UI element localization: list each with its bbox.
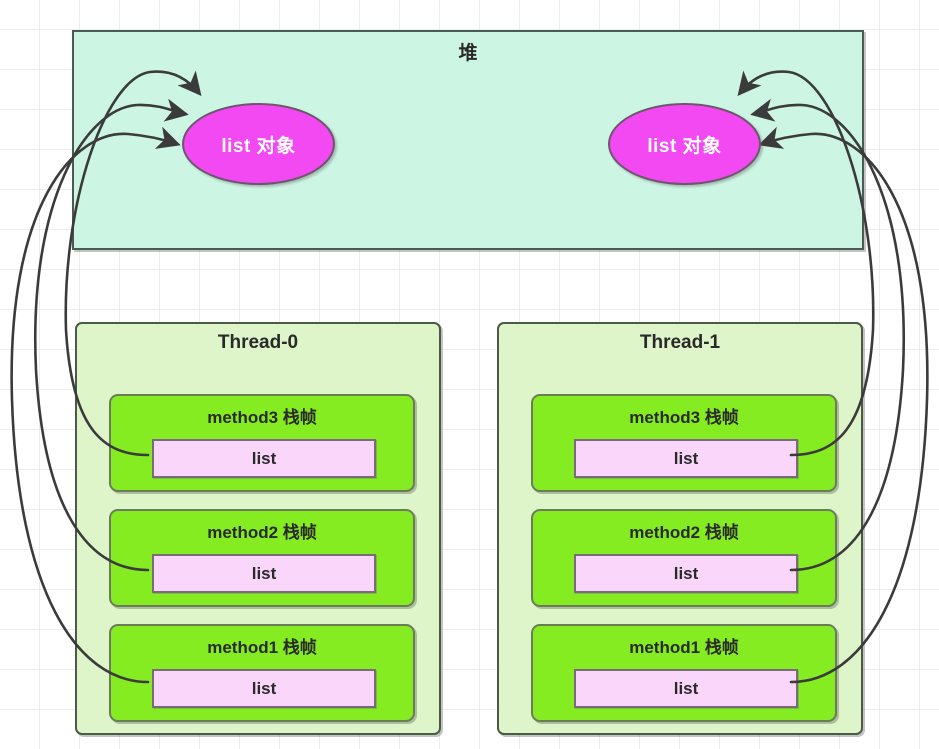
frame-title: method3 栈帧 [629, 408, 739, 427]
thread-0-frame-method3[interactable]: method3 栈帧 list [109, 394, 415, 492]
frame-title: method2 栈帧 [207, 523, 317, 542]
thread-0-title: Thread-0 [217, 332, 299, 353]
thread-0-frame-method1[interactable]: method1 栈帧 list [109, 624, 415, 722]
frame-slot-list[interactable]: list [152, 554, 376, 593]
thread-1-frame-method2[interactable]: method2 栈帧 list [531, 509, 837, 607]
frame-slot-list[interactable]: list [574, 554, 798, 593]
frame-title: method1 栈帧 [207, 638, 317, 657]
heap-title: 堆 [458, 43, 478, 64]
thread-0-frame-method2[interactable]: method2 栈帧 list [109, 509, 415, 607]
frame-slot-list[interactable]: list [574, 439, 798, 478]
thread-0-container: Thread-0 method3 栈帧 list method2 栈帧 list… [75, 322, 441, 735]
thread-1-title: Thread-1 [639, 332, 721, 353]
thread-1-frame-method3[interactable]: method3 栈帧 list [531, 394, 837, 492]
frame-title: method2 栈帧 [629, 523, 739, 542]
frame-slot-list[interactable]: list [152, 669, 376, 708]
frame-title: method1 栈帧 [629, 638, 739, 657]
heap-object-right[interactable]: list 对象 [608, 103, 761, 185]
heap-object-left[interactable]: list 对象 [182, 103, 335, 185]
thread-1-frame-method1[interactable]: method1 栈帧 list [531, 624, 837, 722]
frame-title: method3 栈帧 [207, 408, 317, 427]
thread-1-container: Thread-1 method3 栈帧 list method2 栈帧 list… [497, 322, 863, 735]
frame-slot-list[interactable]: list [152, 439, 376, 478]
frame-slot-list[interactable]: list [574, 669, 798, 708]
